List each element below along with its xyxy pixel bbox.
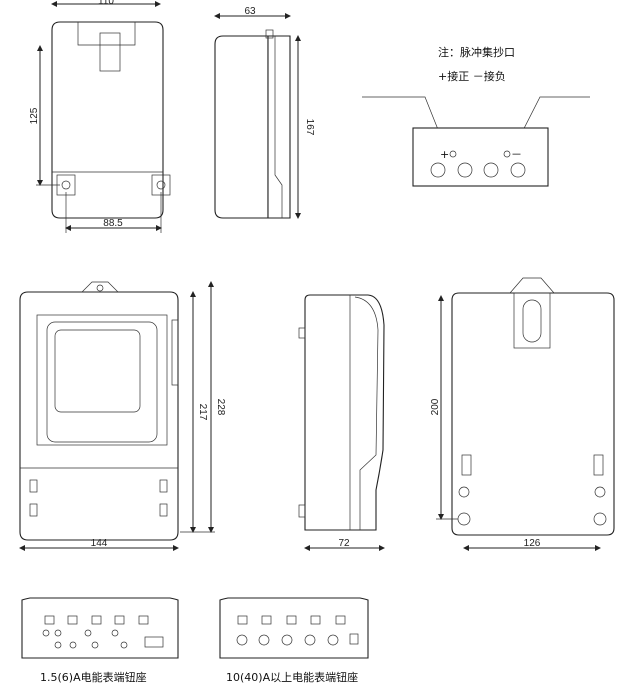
terminal-square — [237, 615, 248, 625]
pulse-port-detail: 注：脉冲集抄口 +接正 －接负 + － — [362, 45, 590, 187]
plus-terminal — [449, 150, 457, 158]
terminal-hole — [510, 162, 526, 178]
side-mark — [298, 327, 306, 339]
dim-167: 167 — [304, 119, 315, 136]
mount-hole — [458, 486, 470, 498]
terminal-square — [138, 615, 149, 625]
terminal-slot — [29, 503, 38, 517]
dim-200: 200 — [430, 398, 441, 415]
top-clip — [77, 22, 136, 46]
terminal-hole — [457, 162, 473, 178]
caption-large: 10(40)A以上电能表端钮座 — [226, 670, 358, 684]
dim-144: 144 — [91, 538, 108, 549]
terminal-square — [310, 615, 321, 625]
top-front-view: 110 125 88.5 — [29, 0, 171, 233]
hanger-hole — [96, 284, 104, 292]
top-hanger — [509, 277, 555, 294]
terminal-square — [91, 615, 102, 625]
side-rail — [171, 319, 179, 386]
dim-88-5: 88.5 — [103, 218, 123, 229]
side-step — [274, 36, 283, 218]
block-body — [219, 597, 369, 659]
top-side-view: 63 167 — [214, 6, 315, 219]
back-view: 200 126 — [430, 277, 615, 551]
note-title: 注：脉冲集抄口 — [438, 45, 515, 59]
mount-hole-right — [156, 180, 166, 190]
hanger-plate — [513, 292, 551, 349]
terminal-hole — [430, 162, 446, 178]
terminal-hole — [84, 629, 92, 637]
note-polarity: +接正 －接负 — [438, 69, 506, 83]
meter-window — [46, 321, 158, 443]
terminal-hole — [54, 641, 62, 649]
cover-profile — [354, 296, 379, 530]
terminal-hole — [327, 634, 339, 646]
minus-symbol: － — [511, 148, 522, 161]
side-mark — [298, 504, 306, 518]
terminal-hole — [236, 634, 248, 646]
terminal-square — [261, 615, 272, 625]
terminal-block — [412, 127, 549, 187]
terminal-hole — [304, 634, 316, 646]
caption-small: 1.5(6)A电能表端钮座 — [40, 670, 147, 684]
terminal-hole — [111, 629, 119, 637]
terminal-hole — [483, 162, 499, 178]
terminal-square — [114, 615, 125, 625]
mount-hole — [593, 512, 607, 526]
terminal-slot — [29, 479, 38, 493]
side-body — [214, 35, 269, 219]
terminal-slot — [159, 503, 168, 517]
dim-110: 110 — [98, 0, 114, 7]
terminal-hole — [120, 641, 128, 649]
terminal-block-large: 10(40)A以上电能表端钮座 — [219, 597, 369, 684]
minus-terminal — [503, 150, 511, 158]
terminal-slot — [159, 479, 168, 493]
window-inner — [54, 329, 141, 413]
dim-63: 63 — [244, 6, 256, 17]
hanger-slot — [522, 299, 542, 343]
terminal-hole — [54, 629, 62, 637]
terminal-block-small: 1.5(6)A电能表端钮座 — [21, 597, 179, 684]
dim-125: 125 — [29, 107, 40, 124]
terminal-square — [335, 615, 346, 625]
dim-228: 228 — [215, 399, 226, 416]
mount-hole — [594, 486, 606, 498]
cover-frame — [36, 314, 168, 446]
pulse-port — [144, 636, 164, 648]
dim-126: 126 — [524, 538, 541, 549]
terminal-hole — [42, 629, 50, 637]
terminal-hole — [91, 641, 99, 649]
terminal-square — [286, 615, 297, 625]
mount-slot-left — [461, 454, 472, 476]
terminal-square — [44, 615, 55, 625]
terminal-hole — [258, 634, 270, 646]
top-hanger — [81, 281, 119, 293]
meter-body — [51, 21, 164, 219]
side-base — [267, 35, 291, 219]
clip-slot — [99, 32, 121, 72]
plus-symbol: + — [440, 148, 449, 161]
meter-body — [19, 291, 179, 541]
front-view: 144 217 228 — [19, 281, 226, 551]
block-body — [21, 597, 179, 659]
mount-slot-right — [593, 454, 604, 476]
pulse-port — [349, 633, 359, 645]
mount-hole-left — [61, 180, 71, 190]
side-body — [304, 294, 385, 531]
side-view: 72 — [298, 294, 385, 551]
terminal-square — [67, 615, 78, 625]
side-clip — [265, 29, 274, 39]
dim-72: 72 — [338, 538, 350, 549]
dim-217: 217 — [197, 404, 208, 421]
terminal-hole — [69, 641, 77, 649]
back-body — [451, 292, 615, 536]
terminal-hole — [281, 634, 293, 646]
